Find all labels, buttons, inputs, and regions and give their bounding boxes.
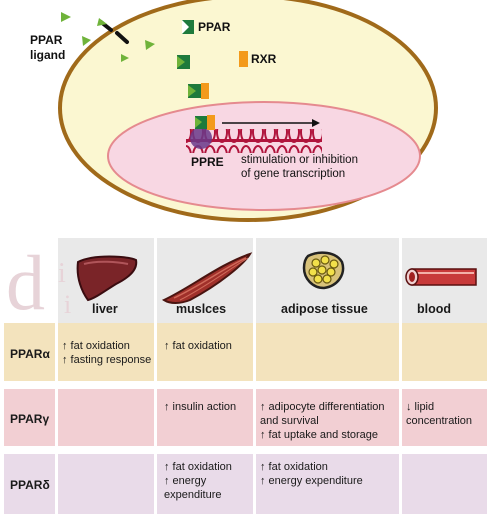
- row-header-ppar-alpha: PPARα: [10, 347, 50, 361]
- cell-line: ↑ insulin action: [164, 401, 237, 413]
- effect-text: stimulation or inhibition of gene transc…: [241, 153, 358, 181]
- ligand-label-line2: ligand: [30, 48, 66, 62]
- row-band-alpha: [4, 323, 487, 381]
- cell-diagram: [58, 0, 438, 222]
- ppar-ligand-complex: [177, 55, 190, 69]
- ppre-label: PPRE: [191, 155, 224, 169]
- watermark-letter: d: [6, 239, 45, 326]
- blood-vessel-icon: [405, 268, 477, 286]
- ppar-label: PPAR: [198, 20, 231, 34]
- ppar-rxr-heterodimer: [188, 83, 209, 99]
- row-band-delta: [4, 454, 487, 514]
- effect-line1: stimulation or inhibition: [241, 154, 358, 166]
- cell-gamma-adipose: ↑ adipocyte differentiation and survival…: [260, 400, 385, 442]
- rxr-legend-icon: [239, 51, 248, 67]
- column-header-muscles: muslces: [176, 302, 227, 316]
- cell-line: and survival: [260, 415, 319, 427]
- muscle-icon: [161, 252, 253, 304]
- row-header-ppar-delta: PPARδ: [10, 478, 50, 492]
- cell-line: ↓ lipid: [406, 401, 435, 413]
- watermark-text-1: i: [58, 258, 67, 289]
- cell-line: ↑ fat uptake and storage: [260, 429, 379, 441]
- cell-delta-muscles: ↑ fat oxidation ↑ energy expenditure: [164, 460, 232, 502]
- cell-line: ↑ fasting response: [62, 354, 152, 366]
- cell-line: ↑ energy expenditure: [260, 475, 363, 487]
- column-divider: [253, 238, 256, 514]
- adipose-tissue-icon: [302, 251, 345, 290]
- column-header-adipose: adipose tissue: [281, 302, 368, 316]
- ppre-bound-complex: [190, 115, 215, 149]
- transcription-arrow: [222, 119, 320, 127]
- column-divider: [55, 238, 58, 514]
- effect-line2: of gene transcription: [241, 168, 346, 180]
- column-header-liver: liver: [92, 302, 118, 316]
- cell-line: ↑ energy: [164, 475, 207, 487]
- cell-line: ↑ fat oxidation: [62, 340, 130, 352]
- cell-delta-adipose: ↑ fat oxidation ↑ energy expenditure: [260, 460, 363, 488]
- cell-line: ↑ fat oxidation: [164, 340, 232, 352]
- ppar-legend-icon: [182, 20, 194, 34]
- column-header-blood: blood: [417, 302, 452, 316]
- liver-icon: [76, 255, 138, 302]
- rxr-label: RXR: [251, 52, 277, 66]
- cell-gamma-muscles: ↑ insulin action: [164, 400, 236, 414]
- cell-alpha-muscles: ↑ fat oxidation: [164, 339, 232, 353]
- cell-line: expenditure: [164, 489, 222, 501]
- cell-line: ↑ fat oxidation: [164, 461, 232, 473]
- column-divider: [399, 238, 402, 514]
- row-band-gamma: [4, 389, 487, 446]
- cell-line: ↑ fat oxidation: [260, 461, 328, 473]
- cell-alpha-liver: ↑ fat oxidation ↑ fasting response: [62, 339, 151, 367]
- column-divider: [154, 238, 157, 514]
- row-header-ppar-gamma: PPARγ: [10, 412, 50, 426]
- ligand-label-line1: PPAR: [30, 33, 63, 47]
- ppar-ligand-label: PPAR ligand: [30, 33, 65, 63]
- watermark-text-2: i: [64, 290, 73, 319]
- ligand-triangles: [61, 12, 155, 62]
- cell-line: concentration: [406, 415, 473, 427]
- cell-gamma-blood: ↓ lipid concentration: [406, 400, 472, 428]
- cell-line: ↑ adipocyte differentiation: [260, 401, 385, 413]
